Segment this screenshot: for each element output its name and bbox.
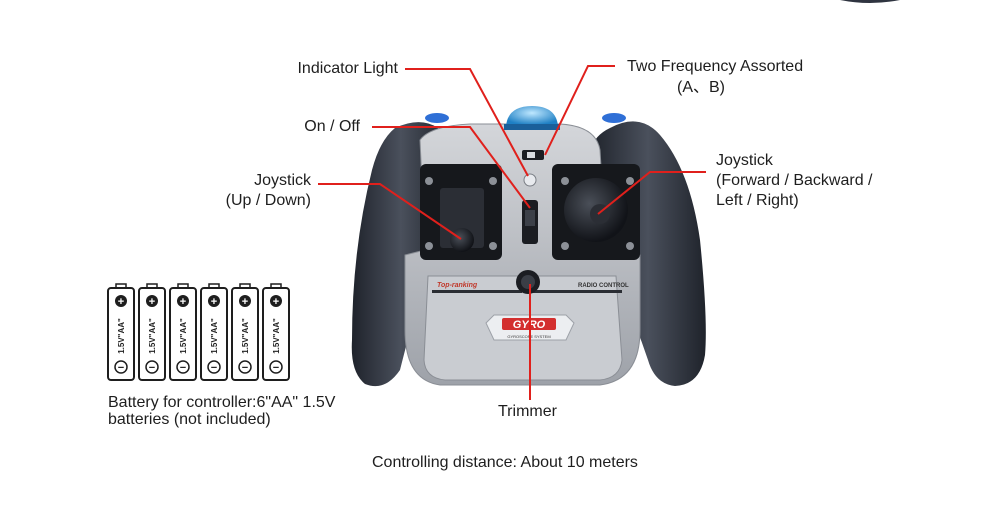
label-joystick-right-line2: (Forward / Backward / — [716, 172, 873, 189]
trimmer-knob — [516, 270, 540, 294]
label-on-off: On / Off — [304, 118, 360, 135]
svg-text:1.5V"AA": 1.5V"AA" — [179, 318, 188, 354]
svg-text:+: + — [149, 296, 155, 308]
frequency-switch — [522, 150, 544, 160]
svg-text:1.5V"AA": 1.5V"AA" — [117, 318, 126, 354]
svg-text:+: + — [242, 296, 248, 308]
svg-text:−: − — [211, 362, 217, 374]
leader-frequency — [544, 65, 615, 156]
right-joystick-housing — [552, 164, 640, 260]
battery-cell: +1.5V"AA" − — [169, 283, 197, 381]
label-distance: Controlling distance: About 10 meters — [372, 454, 638, 471]
leader-joystick-left — [318, 183, 462, 240]
svg-text:+: + — [211, 296, 217, 308]
power-switch — [522, 200, 538, 244]
battery-group: +1.5V"AA" − +1.5V"AA" − +1.5V"AA" − +1.5V"AA" −… — [107, 283, 290, 381]
svg-text:−: − — [149, 362, 155, 374]
battery-cell: +1.5V"AA" − — [262, 283, 290, 381]
indicator-light-led — [523, 173, 537, 187]
label-frequency-line2: (A、B) — [677, 79, 726, 96]
leader-lines — [318, 65, 706, 400]
svg-text:1.5V"AA": 1.5V"AA" — [272, 318, 281, 354]
svg-text:1.5V"AA": 1.5V"AA" — [210, 318, 219, 354]
leader-on-off — [372, 126, 531, 209]
svg-text:1.5V"AA": 1.5V"AA" — [241, 318, 250, 354]
svg-text:+: + — [118, 296, 124, 308]
svg-text:−: − — [273, 362, 279, 374]
battery-cell: +1.5V"AA" − — [107, 283, 135, 381]
leader-indicator-light — [405, 68, 529, 177]
corner-decoration — [840, 0, 900, 3]
brand-top-ranking: Top-ranking — [437, 282, 478, 289]
label-battery-line2: batteries (not included) — [108, 411, 271, 428]
antenna-dome — [504, 106, 560, 130]
label-frequency-line1: Two Frequency Assorted — [627, 58, 804, 75]
brand-radio-control: RADIO CONTROL — [578, 283, 629, 289]
label-joystick-left-line2: (Up / Down) — [225, 192, 311, 209]
label-battery-line1: Battery for controller:6"AA" 1.5V — [108, 394, 336, 411]
label-joystick-right-line3: Left / Right) — [716, 192, 799, 209]
svg-text:1.5V"AA": 1.5V"AA" — [148, 318, 157, 354]
svg-text:−: − — [242, 362, 248, 374]
left-joystick-housing — [420, 164, 502, 260]
label-indicator-light: Indicator Light — [297, 60, 398, 77]
leader-joystick-right — [597, 171, 706, 215]
battery-cell: +1.5V"AA" − — [200, 283, 228, 381]
svg-text:+: + — [273, 296, 279, 308]
label-joystick-right-line1: Joystick — [716, 152, 773, 169]
label-joystick-left-line1: Joystick — [254, 172, 311, 189]
svg-text:−: − — [180, 362, 186, 374]
battery-cell: +1.5V"AA" − — [231, 283, 259, 381]
svg-text:−: − — [118, 362, 124, 374]
battery-cell: +1.5V"AA" − — [138, 283, 166, 381]
label-trimmer: Trimmer — [498, 403, 557, 420]
svg-text:+: + — [180, 296, 186, 308]
